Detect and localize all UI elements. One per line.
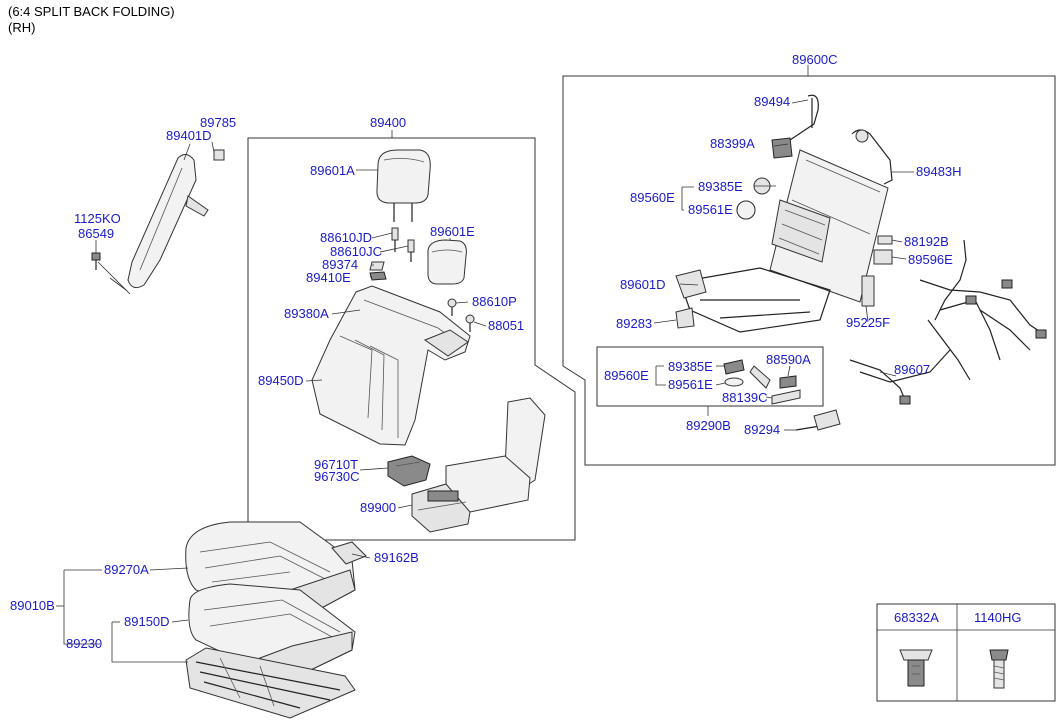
label-89290B: 89290B [686, 418, 731, 433]
headrest-large [376, 149, 431, 222]
label-88610P: 88610P [472, 294, 517, 309]
table-header-1140HG: 1140HG [974, 610, 1021, 625]
cable-89294 [795, 409, 841, 431]
label-89607: 89607 [894, 362, 930, 377]
label-89561E-sub: 89561E [668, 377, 713, 392]
label-89400: 89400 [370, 115, 406, 130]
label-95225F: 95225F [846, 315, 890, 330]
label-89494: 89494 [754, 94, 790, 109]
label-89230: 89230 [66, 636, 102, 651]
label-89283: 89283 [616, 316, 652, 331]
harness-89607 [849, 239, 1047, 405]
cover-89561E [736, 200, 756, 220]
table-header-68332A: 68332A [894, 610, 939, 625]
label-89150D: 89150D [124, 614, 170, 629]
frame-89290B [596, 346, 824, 407]
switch-96710T [387, 455, 431, 487]
label-89600C: 89600C [792, 52, 838, 67]
module-89560E-sub [723, 359, 801, 405]
label-89601D: 89601D [620, 277, 666, 292]
label-89270A: 89270A [104, 562, 149, 577]
bracket-88192B [873, 235, 893, 265]
label-96730C: 96730C [314, 469, 360, 484]
label-89010B: 89010B [10, 598, 55, 613]
clip-68332A [899, 649, 933, 687]
label-89601E: 89601E [430, 224, 475, 239]
label-96710T: 96710T [314, 457, 358, 472]
label-89410E: 89410E [306, 270, 351, 285]
label-88399A: 88399A [710, 136, 755, 151]
label-89294: 89294 [744, 422, 780, 437]
side-bolster-89401D [91, 149, 225, 295]
label-1125KO: 1125KO [74, 211, 121, 226]
parts-table: 68332A 1140HG [876, 603, 1056, 702]
label-89560E-top: 89560E [630, 190, 675, 205]
label-89483H: 89483H [916, 164, 962, 179]
label-86549: 86549 [78, 226, 114, 241]
lower-frame [675, 267, 831, 333]
headrest-small [427, 239, 467, 285]
label-89385E-sub: 89385E [668, 359, 713, 374]
label-89162B: 89162B [374, 550, 419, 565]
label-89450D: 89450D [258, 373, 304, 388]
seat-frame [185, 647, 356, 719]
label-89385E-top: 89385E [698, 179, 743, 194]
seat-back-cushion [311, 285, 471, 446]
diagram-subtitle-line1: (6:4 SPLIT BACK FOLDING) [8, 4, 175, 19]
label-88192B: 88192B [904, 234, 949, 249]
bolt-1140HG [989, 649, 1009, 689]
label-89596E: 89596E [908, 252, 953, 267]
latch-88399A [771, 137, 793, 159]
diagram-subtitle-line2: (RH) [8, 20, 36, 35]
frame-89600C [562, 75, 1056, 466]
label-89900: 89900 [360, 500, 396, 515]
seat-back-frame [769, 149, 889, 303]
wire-89494 [789, 94, 819, 141]
label-88590A: 88590A [766, 352, 811, 367]
label-88610JD: 88610JD [320, 230, 372, 245]
label-89401D: 89401D [166, 128, 212, 143]
armrest-89900 [411, 397, 546, 533]
label-89374: 89374 [322, 257, 358, 272]
label-88139C: 88139C [722, 390, 768, 405]
label-89561E-top: 89561E [688, 202, 733, 217]
label-89380A: 89380A [284, 306, 329, 321]
label-88051: 88051 [488, 318, 524, 333]
headrest-guides [369, 227, 415, 281]
label-89560E-sub: 89560E [604, 368, 649, 383]
handle-89483H [851, 129, 893, 185]
label-88610JC: 88610JC [330, 244, 382, 259]
sensor-95225F [861, 275, 875, 307]
label-89785: 89785 [200, 115, 236, 130]
label-89601A: 89601A [310, 163, 355, 178]
leader-lines [56, 65, 914, 663]
